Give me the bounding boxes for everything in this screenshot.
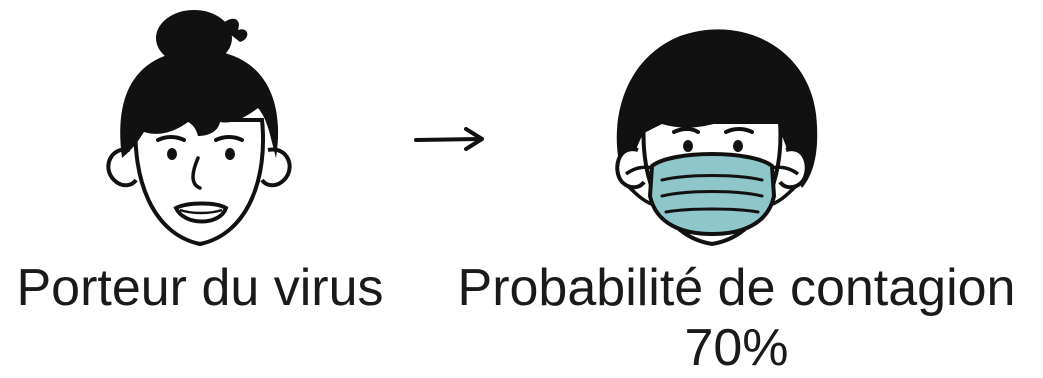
contagion-probability-value: 70% [684,319,789,377]
masked-panel: Probabilité de contagion 70% [430,0,1043,378]
contagion-caption: Probabilité de contagion [457,259,1016,317]
carrier-panel: Porteur du virus [0,0,400,378]
masked-face-icon [615,29,818,247]
arrow-right-icon [414,127,484,151]
carrier-caption: Porteur du virus [16,259,384,317]
woman-face-icon [106,10,292,247]
